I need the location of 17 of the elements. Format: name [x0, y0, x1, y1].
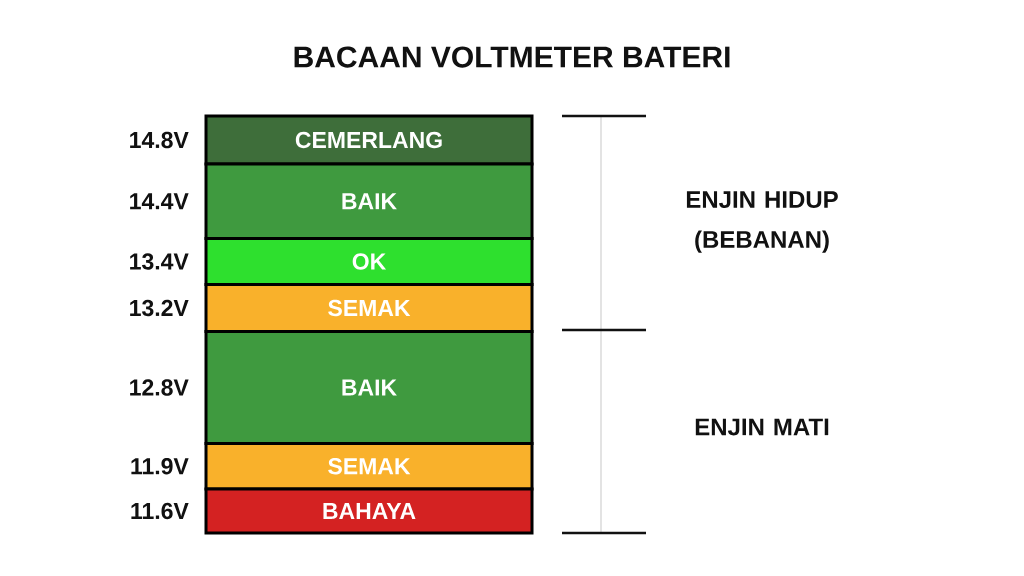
- status-band: BAIK: [204, 330, 534, 445]
- voltage-label: 11.6V: [131, 502, 189, 520]
- range-label: ENJIN MATI: [695, 418, 829, 436]
- voltage-label: 14.4V: [130, 193, 189, 210]
- status-band: SEMAK: [204, 442, 534, 491]
- voltage-label: 11.9V: [131, 458, 189, 475]
- status-band: SEMAK: [204, 283, 534, 333]
- voltage-label: 14.8V: [130, 131, 189, 149]
- status-band: CEMERLANG: [204, 114, 534, 166]
- status-band: BAIK: [204, 162, 534, 240]
- voltage-label: 13.4V: [130, 253, 189, 270]
- voltage-label: 12.8V: [130, 379, 189, 396]
- title: BACAAN VOLTMETER BATERI: [294, 46, 730, 68]
- voltage-label: 13.2V: [130, 299, 189, 317]
- range-label: ENJIN HIDUP (BEBANAN): [686, 191, 838, 253]
- status-band: OK: [204, 237, 534, 286]
- status-band: BAHAYA: [204, 487, 534, 535]
